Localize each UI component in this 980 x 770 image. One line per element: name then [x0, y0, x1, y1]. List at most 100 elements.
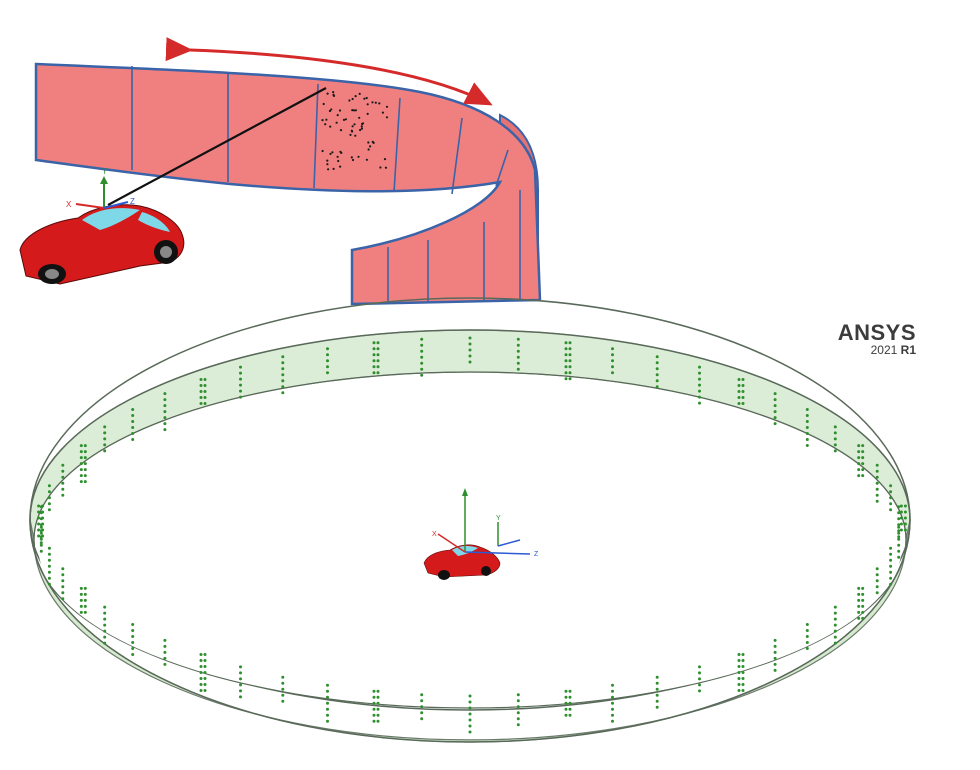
ring-dot	[326, 347, 329, 351]
ring-dot	[857, 456, 861, 460]
ring-dot	[79, 456, 83, 460]
ring-dot	[741, 390, 745, 393]
ring-dot	[516, 361, 520, 365]
sample-point	[379, 166, 382, 169]
ring-dot	[199, 677, 203, 680]
ring-dot	[875, 585, 879, 589]
ring-dot	[889, 558, 893, 562]
ring-dot	[698, 395, 701, 399]
ring-dot	[47, 508, 51, 512]
ring-dot	[889, 496, 893, 500]
ring-dot	[698, 683, 701, 687]
ring-dot	[281, 379, 285, 383]
ring-dot	[737, 689, 741, 692]
ring-dot	[861, 456, 865, 460]
ring-dot	[203, 689, 207, 692]
ring-dot	[857, 474, 861, 478]
ring-dot	[79, 604, 83, 608]
ring-dot	[468, 360, 472, 364]
sample-point	[351, 109, 354, 112]
brand-version: 2021 R1	[838, 344, 916, 356]
ring-dot	[875, 481, 879, 485]
ring-dot	[61, 597, 65, 601]
sample-point	[357, 155, 360, 158]
ring-dot	[889, 564, 893, 568]
ring-dot	[468, 348, 472, 352]
ring-dot	[199, 402, 203, 405]
ring-dot	[773, 644, 777, 648]
ring-dot	[611, 365, 614, 369]
ring-dot	[516, 693, 520, 697]
sample-point	[383, 158, 387, 161]
ring-dot	[875, 463, 879, 467]
ring-dot	[564, 371, 568, 375]
sample-point	[350, 129, 353, 132]
ring-dot	[131, 653, 135, 656]
ring-dot	[833, 611, 837, 615]
ring-dot	[655, 693, 659, 697]
ring-dot	[376, 719, 380, 723]
ring-dot	[737, 402, 741, 405]
ring-dot	[833, 443, 837, 447]
ring-dot	[47, 564, 51, 568]
sample-point	[331, 151, 334, 154]
ring-dot	[203, 378, 207, 381]
axis-label-z-center: Z	[534, 551, 539, 558]
ring-dot	[903, 522, 907, 526]
sample-point	[329, 125, 332, 128]
ring-dot	[564, 377, 568, 381]
ring-dot	[239, 683, 242, 687]
ring-dot	[857, 468, 861, 472]
ring-dot	[655, 367, 659, 371]
sample-point	[351, 158, 355, 162]
ring-dot	[420, 711, 424, 715]
ring-dot	[281, 699, 285, 703]
ring-dot	[103, 605, 107, 609]
ring-dot	[611, 683, 614, 687]
ring-dot	[376, 359, 380, 363]
ring-dot	[39, 523, 43, 527]
sample-point	[328, 109, 331, 113]
sample-point	[351, 125, 354, 128]
ring-dot	[899, 510, 903, 514]
ring-dot	[47, 552, 51, 556]
ring-dot	[79, 468, 83, 472]
ring-dot	[655, 699, 659, 703]
ansys-brand-mark: ANSYS 2021 R1	[838, 322, 916, 357]
ring-dot	[468, 730, 472, 734]
ring-dot	[611, 707, 614, 711]
sample-point	[322, 102, 325, 106]
ring-dot	[564, 701, 568, 705]
ring-dot	[698, 365, 701, 369]
ring-dot	[698, 689, 701, 693]
ring-dot	[611, 347, 614, 351]
ring-dot	[131, 629, 135, 632]
ring-dot	[47, 576, 51, 580]
ring-dot	[805, 647, 809, 650]
ring-dot	[889, 508, 893, 512]
ring-dot	[899, 504, 903, 508]
wall-divider	[495, 149, 509, 187]
ring-dot	[516, 711, 520, 715]
ring-dot	[897, 525, 901, 529]
ring-dot	[655, 687, 659, 691]
ring-dot	[103, 635, 107, 639]
ring-dot	[239, 689, 242, 693]
ring-dot	[889, 570, 893, 574]
ring-dot	[737, 671, 741, 674]
ring-dot	[611, 713, 614, 717]
ring-dot	[203, 665, 207, 668]
ring-dot	[698, 677, 701, 681]
ring-dot	[372, 353, 376, 357]
sample-point	[337, 159, 340, 163]
ring-dot	[516, 337, 520, 341]
ring-dot	[903, 510, 907, 514]
ring-dot	[199, 390, 203, 393]
ring-dot	[805, 444, 809, 447]
ring-dot	[199, 683, 203, 686]
ring-dot	[773, 650, 777, 654]
sample-point	[358, 116, 361, 119]
ring-dot	[83, 592, 87, 596]
ring-dot	[875, 567, 879, 571]
ring-dot	[861, 462, 865, 466]
